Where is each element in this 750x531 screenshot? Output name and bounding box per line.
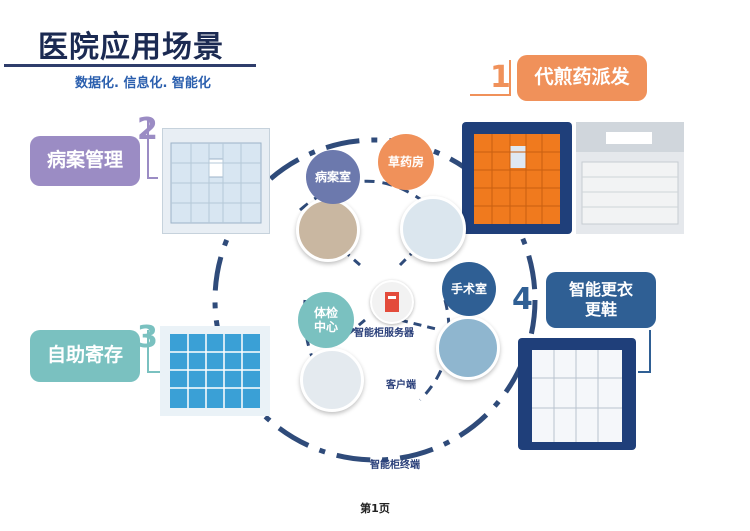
- bubble-records-room: 病案室: [306, 150, 360, 204]
- medicine-cabinet-image: [462, 122, 572, 234]
- records-room-photo: [296, 198, 360, 262]
- changing-locker-image: [518, 338, 636, 450]
- outer-dashed-ring: [212, 137, 538, 463]
- storage-locker-image: [160, 326, 270, 416]
- server-icon: [370, 280, 414, 324]
- page-title: 医院应用场景: [38, 30, 224, 65]
- bubble-exam-center: 体检 中心: [298, 292, 354, 348]
- bubble-pharmacy: 草药房: [378, 134, 434, 190]
- title-divider: [4, 64, 256, 67]
- client-label: 客户端: [386, 380, 416, 391]
- records-cabinet-image: [162, 128, 270, 234]
- scenario-3-label: 自助寄存: [30, 330, 140, 382]
- exam-center-photo: [300, 348, 364, 412]
- scenario-4-label: 智能更衣 更鞋: [546, 272, 656, 328]
- scenario-2-label: 病案管理: [30, 136, 140, 186]
- scenario-2-number: 2: [137, 112, 158, 147]
- scenario-3-number: 3: [137, 320, 158, 355]
- operating-room-photo: [436, 316, 500, 380]
- scenario-1-label: 代煎药派发: [517, 55, 647, 101]
- spoke-3: [399, 318, 441, 332]
- pharmacy-wall-image: [576, 122, 684, 234]
- terminal-label: 智能柜终端: [370, 460, 420, 471]
- server-label: 智能柜服务器: [354, 328, 414, 339]
- scenario-1-number: 1: [490, 60, 511, 95]
- bubble-operating-room: 手术室: [442, 262, 496, 316]
- page-subtitle: 数据化. 信息化. 智能化: [75, 76, 211, 91]
- page-number: 第1页: [360, 502, 390, 515]
- pharmacy-photo: [400, 196, 466, 262]
- scenario-4-number: 4: [512, 282, 533, 317]
